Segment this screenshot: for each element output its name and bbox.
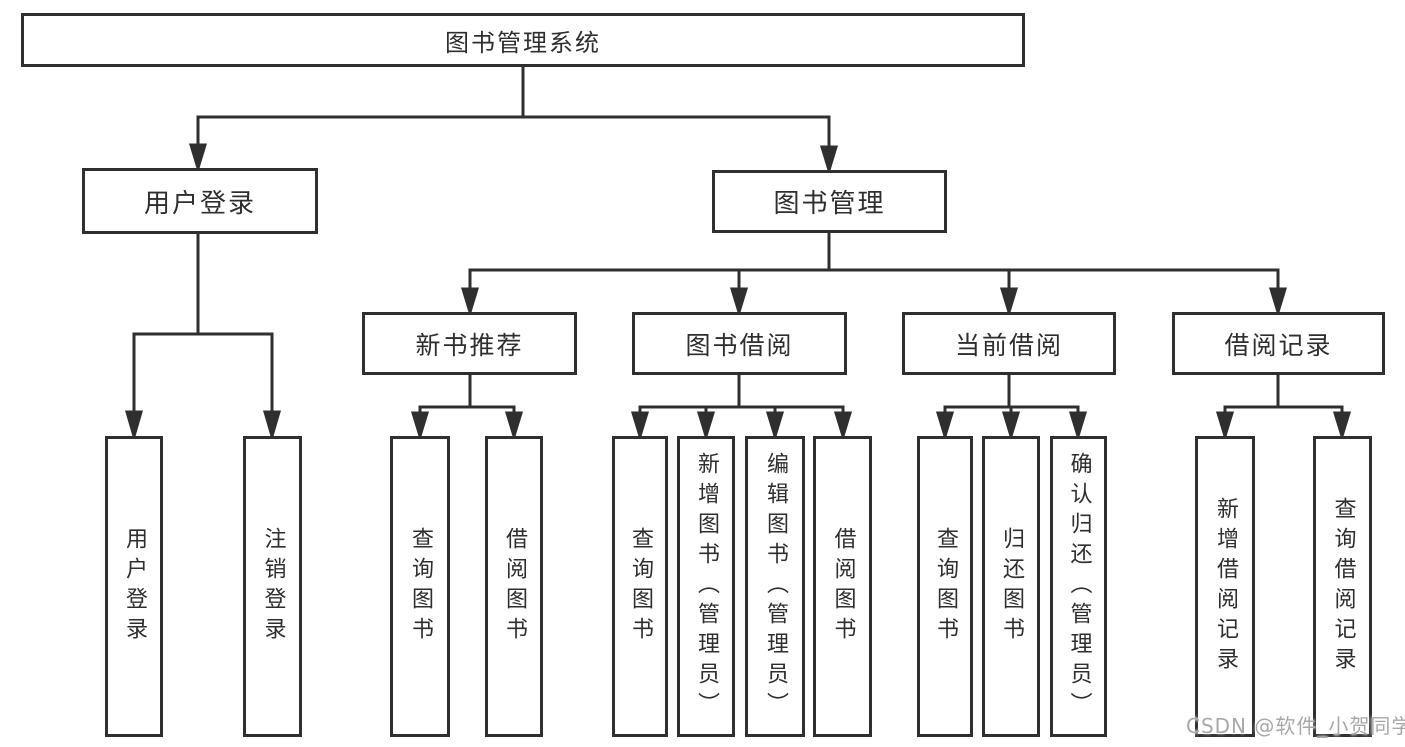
leaf-user-login: 用户登录	[105, 436, 163, 737]
leaf-edit-book-admin: 编辑图书（管理员）	[745, 436, 805, 737]
node-book-management-label: 图书管理	[773, 189, 886, 219]
node-book-management: 图书管理	[712, 170, 947, 233]
leaf-add-book-admin: 新增图书（管理员）	[677, 436, 735, 737]
leaf-user-login-label: 用户登录	[122, 526, 147, 647]
leaf-query-books-recommend-label: 查询图书	[408, 526, 433, 647]
leaf-borrow-books-recommend: 借阅图书	[485, 436, 543, 737]
node-borrowing-records: 借阅记录	[1172, 312, 1385, 375]
node-book-borrowing-label: 图书借阅	[685, 330, 794, 360]
node-current-borrowing-label: 当前借阅	[954, 330, 1063, 360]
leaf-add-borrow-record: 新增借阅记录	[1195, 436, 1255, 737]
node-library-system: 图书管理系统	[21, 13, 1025, 67]
watermark-csdn: CSDN @软件_小贺同学	[1186, 714, 1405, 738]
leaf-query-borrow-record-label: 查询借阅记录	[1330, 496, 1356, 677]
leaf-return-books: 归还图书	[982, 436, 1040, 737]
node-borrowing-records-label: 借阅记录	[1224, 330, 1333, 360]
node-user-login-label: 用户登录	[143, 188, 256, 219]
leaf-query-books-borrowing-label: 查询图书	[628, 526, 653, 647]
leaf-confirm-return-admin-label: 确认归还（管理员）	[1066, 451, 1092, 722]
leaf-borrow-books-borrowing: 借阅图书	[813, 436, 872, 737]
node-user-login: 用户登录	[82, 168, 318, 234]
leaf-edit-book-admin-label: 编辑图书（管理员）	[763, 451, 788, 722]
node-new-book-recommendation-label: 新书推荐	[415, 330, 524, 360]
leaf-query-borrow-record: 查询借阅记录	[1313, 436, 1372, 737]
node-book-borrowing: 图书借阅	[632, 312, 847, 375]
leaf-borrow-books-borrowing-label: 借阅图书	[830, 526, 856, 647]
node-current-borrowing: 当前借阅	[902, 312, 1116, 375]
node-new-book-recommendation: 新书推荐	[362, 312, 577, 375]
leaf-query-books-current: 查询图书	[917, 436, 973, 737]
leaf-add-borrow-record-label: 新增借阅记录	[1213, 496, 1238, 677]
leaf-logout-label: 注销登录	[260, 526, 286, 647]
leaf-logout: 注销登录	[243, 436, 302, 737]
leaf-add-book-admin-label: 新增图书（管理员）	[694, 451, 719, 722]
node-library-system-label: 图书管理系统	[445, 28, 601, 57]
leaf-query-books-borrowing: 查询图书	[612, 436, 668, 737]
leaf-query-books-current-label: 查询图书	[933, 526, 958, 647]
leaf-confirm-return-admin: 确认归还（管理员）	[1050, 436, 1107, 737]
leaf-borrow-books-recommend-label: 借阅图书	[502, 526, 527, 647]
leaf-return-books-label: 归还图书	[999, 526, 1024, 647]
leaf-query-books-recommend: 查询图书	[390, 436, 450, 737]
